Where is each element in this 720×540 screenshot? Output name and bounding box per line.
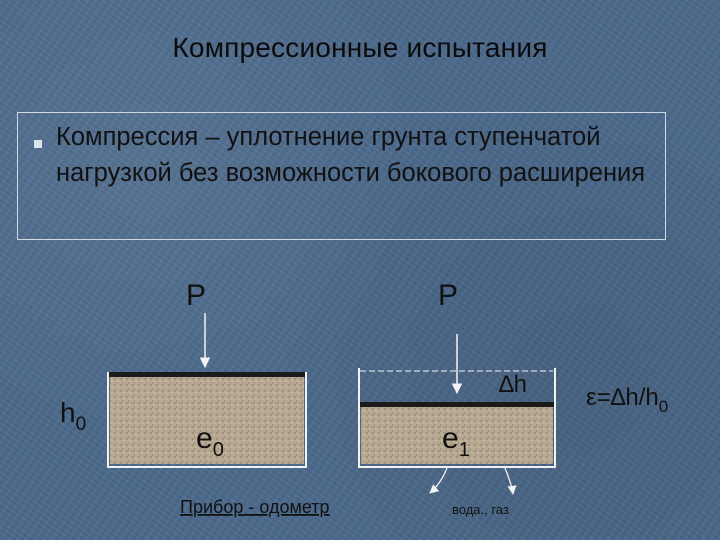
void-ratio-left: e0	[196, 422, 224, 461]
load-plate-left	[108, 372, 306, 377]
slide-title: Компрессионные испытания	[172, 32, 548, 63]
drain-arrow-right	[504, 467, 517, 495]
void-ratio-right: e1	[442, 422, 470, 461]
bullet-square-icon	[34, 140, 42, 148]
delta-h-label: ∆h	[499, 371, 527, 398]
drain-caption: вода., газ	[452, 502, 509, 517]
container-left	[107, 372, 307, 468]
drain-arrow-left	[429, 467, 448, 494]
bullet-box: Компрессия – уплотнение грунта ступенчат…	[17, 112, 666, 240]
load-plate-right	[359, 402, 555, 407]
soil-sample-left	[110, 376, 304, 464]
container-right	[358, 368, 556, 468]
soil-sample-right	[361, 406, 553, 464]
device-caption: Прибор - одометр	[180, 497, 330, 517]
load-right-label: P	[438, 279, 458, 312]
bullet-text: Компрессия – уплотнение грунта ступенчат…	[56, 123, 646, 187]
strain-formula: ε=∆h/h0	[586, 384, 668, 416]
load-left-label: P	[186, 279, 206, 312]
height-label: h0	[60, 397, 86, 435]
